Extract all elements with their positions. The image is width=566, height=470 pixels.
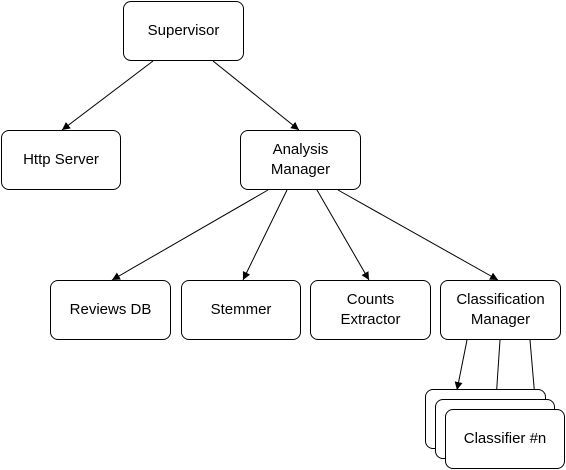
- node-stemmer: Stemmer: [181, 280, 301, 340]
- node-counts-extractor-label-line1: Counts: [346, 291, 395, 308]
- node-counts-extractor: Counts Extractor: [310, 280, 431, 340]
- edge-supervisor-to-analysis-manager: [212, 60, 300, 131]
- node-reviews-db-label: Reviews DB: [69, 301, 152, 318]
- node-analysis-manager-label-line1: Analysis: [272, 141, 329, 158]
- node-stemmer-label: Stemmer: [210, 301, 272, 318]
- edge-analysis-manager-to-stemmer: [242, 189, 288, 281]
- node-supervisor: Supervisor: [123, 1, 244, 61]
- edge-supervisor-to-http-server: [61, 60, 154, 131]
- edge-analysis-manager-to-counts-extractor: [316, 189, 370, 281]
- node-supervisor-label: Supervisor: [147, 22, 220, 39]
- edge-analysis-manager-to-classification-manager: [337, 189, 499, 281]
- node-classification-manager-label-line1: Classification: [456, 291, 545, 308]
- node-counts-extractor-label-line2: Extractor: [340, 311, 401, 328]
- node-classifier: Classifier #n: [445, 409, 565, 469]
- edge-classification-manager-to-classifier-1: [454, 339, 468, 391]
- node-http-server-label: Http Server: [23, 151, 99, 168]
- edge-analysis-manager-to-reviews-db: [111, 189, 269, 281]
- node-reviews-db: Reviews DB: [50, 280, 171, 340]
- node-analysis-manager-label-line2: Manager: [270, 161, 331, 178]
- node-classification-manager: Classification Manager: [440, 280, 561, 340]
- node-classification-manager-label-line2: Manager: [470, 311, 531, 328]
- node-classifier-label: Classifier #n: [463, 430, 547, 447]
- node-analysis-manager: Analysis Manager: [240, 130, 361, 190]
- node-http-server: Http Server: [1, 130, 121, 190]
